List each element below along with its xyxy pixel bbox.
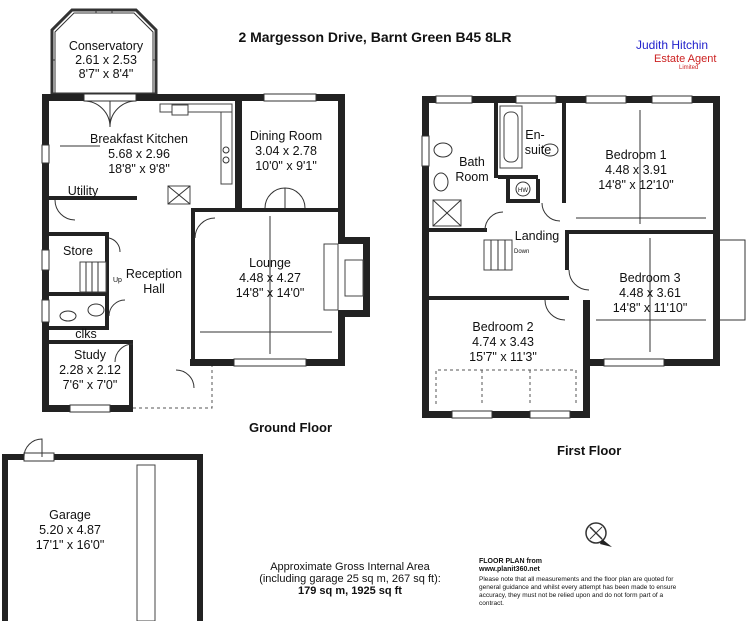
hot-water-label: HW: [518, 188, 528, 194]
breakfast-kitchen-imperial: 18'8" x 9'8": [108, 162, 170, 176]
en-suite-name-2: suite: [525, 143, 551, 157]
conservatory-name: Conservatory: [69, 39, 144, 53]
compass-north-icon: [585, 522, 612, 547]
gross-internal-area: Approximate Gross Internal Area (includi…: [250, 561, 450, 597]
reception-hall-name: Reception: [126, 267, 182, 281]
area-line-1: Approximate Gross Internal Area: [270, 561, 430, 573]
garage-name: Garage: [49, 508, 91, 522]
reception-hall-name-2: Hall: [143, 282, 165, 296]
bedroom1-metric: 4.48 x 3.91: [605, 163, 667, 177]
stair-up-label: Up: [113, 277, 122, 284]
garage-plan: [2, 438, 203, 621]
bedroom3-imperial: 14'8" x 11'10": [613, 301, 688, 315]
clks-name: clks: [75, 327, 97, 341]
ground-floor-plan: [41, 8, 370, 413]
garage-metric: 5.20 x 4.87: [39, 523, 101, 537]
plan-credit: FLOOR PLAN from: [479, 558, 542, 565]
dining-room-metric: 3.04 x 2.78: [255, 144, 317, 158]
store-name: Store: [63, 244, 93, 258]
conservatory-metric: 2.61 x 2.53: [75, 53, 137, 67]
study-metric: 2.28 x 2.12: [59, 363, 121, 377]
area-line-3: 179 sq m, 1925 sq ft: [298, 585, 402, 597]
landing-name: Landing: [515, 229, 560, 243]
study-imperial: 7'6" x 7'0": [63, 378, 118, 392]
breakfast-kitchen-name: Breakfast Kitchen: [90, 132, 188, 146]
lounge-name: Lounge: [249, 256, 291, 270]
agent-logo-suffix: Limited: [679, 65, 699, 71]
first-floor-label: First Floor: [557, 443, 622, 458]
first-floor-stair: [483, 239, 513, 271]
disclaimer-text: Please note that all measurements and th…: [479, 576, 677, 607]
ground-floor-label: Ground Floor: [249, 420, 333, 435]
study-name: Study: [74, 348, 107, 362]
dining-room-imperial: 10'0" x 9'1": [255, 159, 317, 173]
garage-imperial: 17'1" x 16'0": [36, 538, 105, 552]
ground-floor-stair: [79, 261, 107, 293]
bedroom2-imperial: 15'7" x 11'3": [469, 350, 537, 364]
page-title: 2 Margesson Drive, Barnt Green B45 8LR: [238, 29, 512, 45]
bedroom3-name: Bedroom 3: [619, 271, 680, 285]
first-floor-plan: [421, 95, 746, 419]
agent-logo-role: Estate Agent: [654, 53, 717, 65]
breakfast-kitchen-metric: 5.68 x 2.96: [108, 147, 170, 161]
bedroom2-name: Bedroom 2: [472, 320, 533, 334]
bedroom3-metric: 4.48 x 3.61: [619, 286, 681, 300]
area-line-2: (including garage 25 sq m, 267 sq ft):: [259, 573, 441, 585]
plan-credit-url: www.planit360.net: [479, 566, 540, 573]
lounge-metric: 4.48 x 4.27: [239, 271, 301, 285]
conservatory-imperial: 8'7" x 8'4": [79, 67, 134, 81]
bath-room-name-2: Room: [455, 170, 488, 184]
bedroom1-imperial: 14'8" x 12'10": [598, 178, 674, 192]
bedroom1-name: Bedroom 1: [605, 148, 666, 162]
dining-room-name: Dining Room: [250, 129, 322, 143]
bedroom2-metric: 4.74 x 3.43: [472, 335, 534, 349]
stair-down-label: Down: [514, 249, 529, 255]
agent-logo-name: Judith Hitchin: [636, 38, 709, 52]
utility-name: Utility: [68, 184, 99, 198]
bath-room-name: Bath: [459, 155, 485, 169]
lounge-imperial: 14'8" x 14'0": [236, 286, 305, 300]
en-suite-name: En-: [525, 128, 544, 142]
